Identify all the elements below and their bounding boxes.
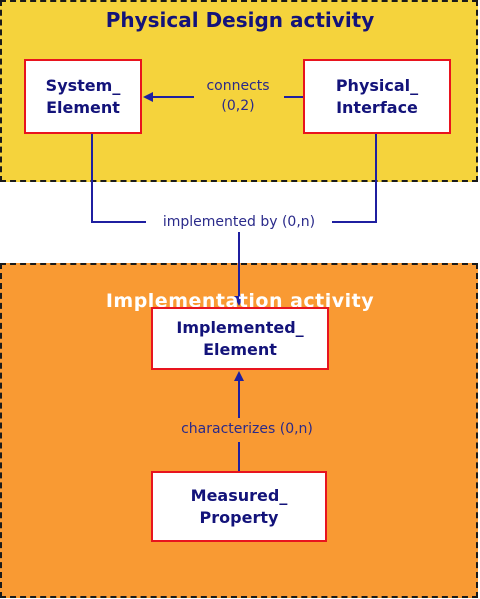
measured-property-node[interactable]: Measured_ Property — [151, 471, 327, 542]
physical-interface-label: Physical_ Interface — [335, 75, 419, 117]
implemented-by-edge-label: implemented by (0,n) — [146, 212, 332, 232]
connects-edge-label: connects (0,2) — [206, 78, 270, 114]
implemented-element-label: Implemented_ Element — [176, 317, 304, 359]
physical-design-activity-title: Physical Design activity — [105, 8, 375, 32]
implemented-by-line-left — [91, 134, 146, 223]
characterizes-edge-label: characterizes (0,n) — [181, 421, 313, 437]
physical-interface-node[interactable]: Physical_ Interface — [303, 59, 451, 134]
implemented-by-line-right — [332, 134, 377, 223]
implemented-element-node[interactable]: Implemented_ Element — [151, 307, 329, 370]
measured-property-label: Measured_ Property — [190, 485, 288, 527]
system-element-node[interactable]: System_ Element — [24, 59, 142, 134]
system-element-label: System_ Element — [45, 75, 121, 117]
implementation-activity-title: Implementation activity — [105, 290, 375, 312]
